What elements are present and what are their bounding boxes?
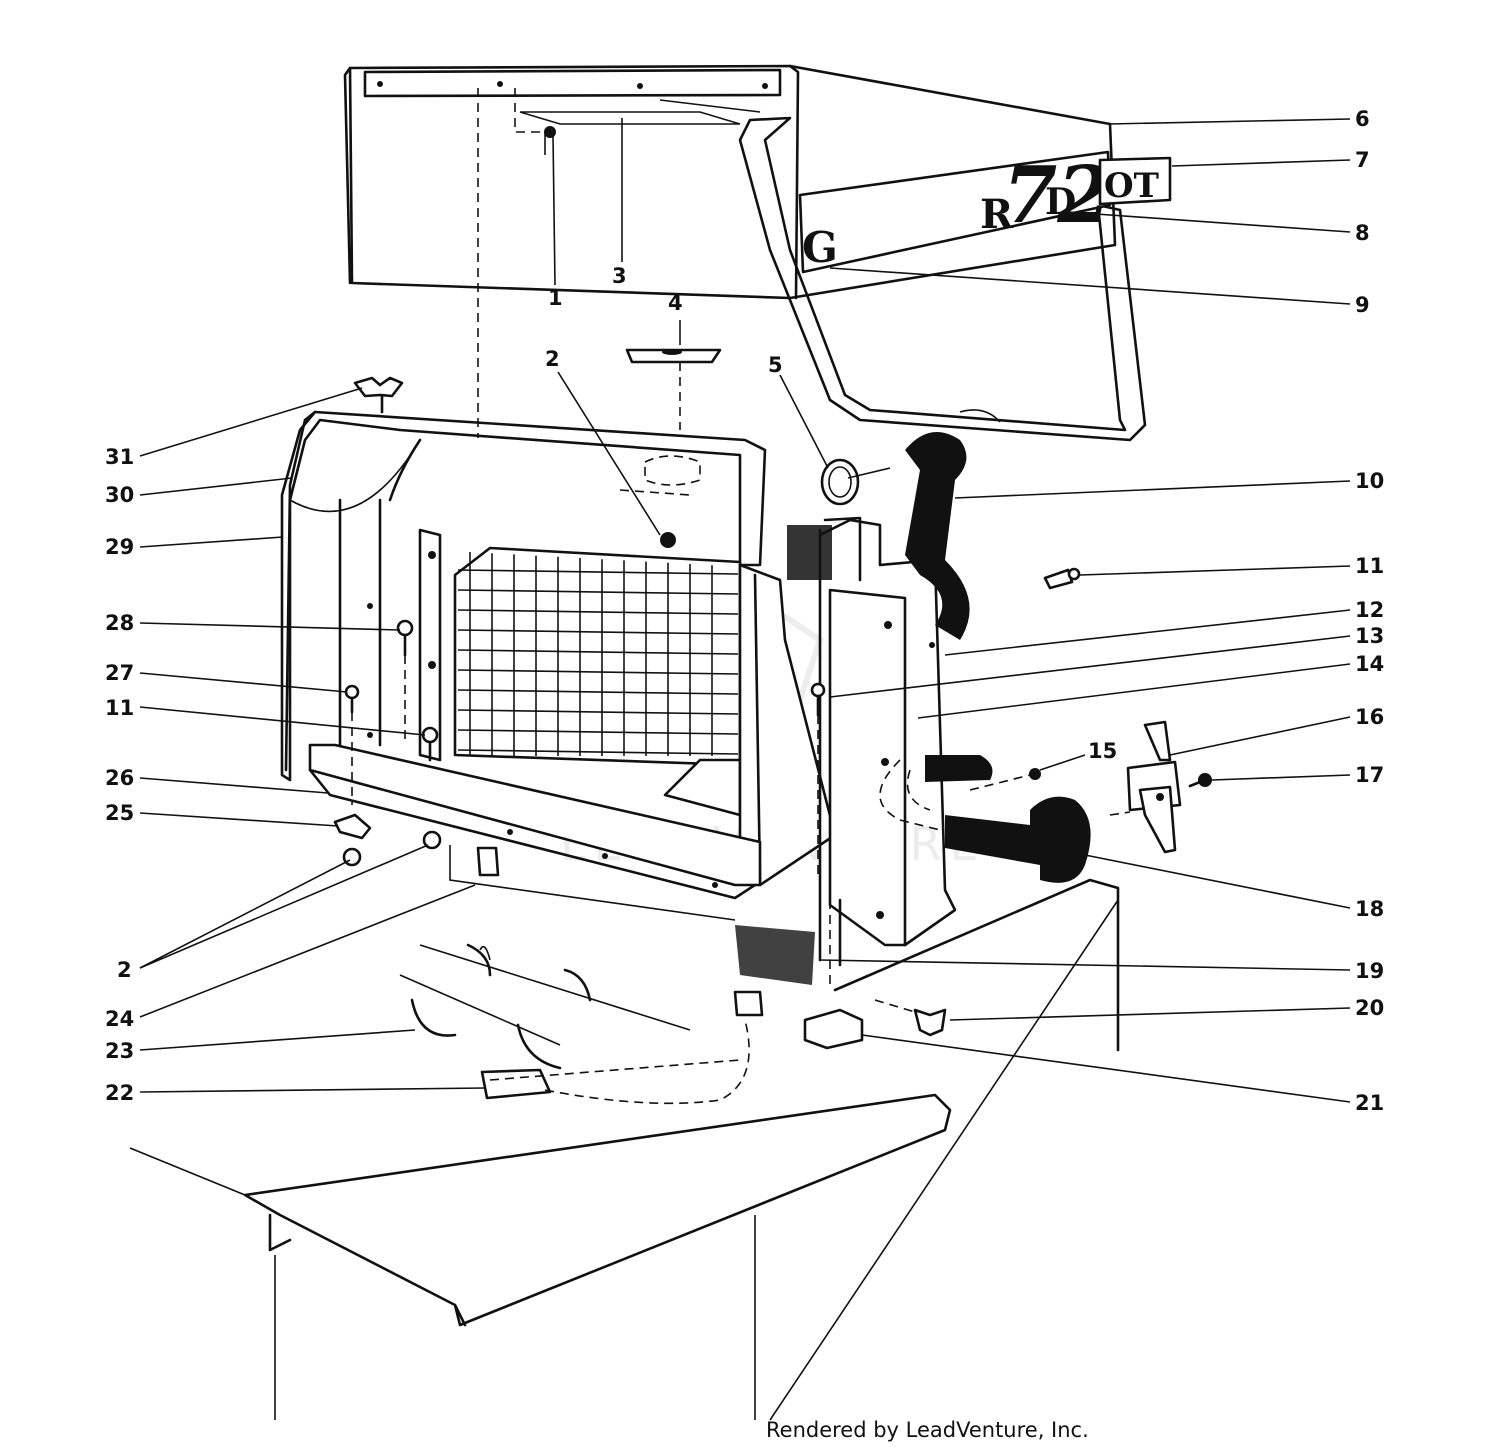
grille-horizontal-line [457, 609, 739, 615]
callout-4: 4 [668, 291, 683, 315]
tractor-frame-part [129, 845, 1120, 1421]
callout-2-top: 2 [545, 347, 560, 371]
grille-horizontal-line [457, 689, 739, 695]
callout-10: 10 [1355, 469, 1384, 493]
callout-23: 23 [105, 1039, 134, 1063]
decal-letter-r: R [980, 191, 1014, 238]
decal-letters-ot: OT [1104, 166, 1159, 206]
grille-horizontal-line [457, 729, 739, 735]
hood-part: G R 72 D OT [343, 64, 1172, 442]
grille-horizontal-line [457, 629, 739, 635]
callout-29: 29 [105, 535, 134, 559]
callout-6: 6 [1355, 107, 1370, 131]
leader-lines [139, 118, 1351, 1103]
callout-15: 15 [1088, 739, 1117, 763]
decal-letter-g: G [802, 223, 838, 272]
callout-18: 18 [1355, 897, 1384, 921]
radiator-shroud-part [280, 410, 767, 782]
upper-hose-part [905, 432, 970, 640]
callout-9: 9 [1355, 293, 1370, 317]
radiator-core-part [418, 528, 837, 887]
callout-3: 3 [612, 264, 627, 288]
callout-19: 19 [1355, 959, 1384, 983]
radiator-cap-part [625, 348, 722, 364]
callout-1: 1 [548, 286, 563, 310]
callout-11-right: 11 [1355, 554, 1384, 578]
callout-8: 8 [1355, 221, 1370, 245]
grille-horizontal-line [457, 589, 739, 595]
grille-horizontal-line [457, 569, 739, 575]
callout-28: 28 [105, 611, 134, 635]
callout-17: 17 [1355, 763, 1384, 787]
callout-7: 7 [1355, 148, 1370, 172]
callout-14: 14 [1355, 652, 1384, 676]
shroud-base-rail-part [308, 743, 762, 900]
grille-horizontal-line [457, 669, 739, 675]
side-panel-part [818, 516, 957, 967]
callout-24: 24 [105, 1007, 134, 1031]
callout-25: 25 [105, 801, 134, 825]
hose-clamp-part [820, 458, 860, 506]
callout-labels: 1 2 3 4 5 6 7 8 9 10 11 11 12 13 14 15 1… [105, 107, 1384, 1115]
grille-horizontal-line [457, 709, 739, 715]
callout-21: 21 [1355, 1091, 1384, 1115]
callout-20: 20 [1355, 996, 1384, 1020]
callout-12: 12 [1355, 598, 1384, 622]
callout-31: 31 [105, 445, 134, 469]
callout-13: 13 [1355, 624, 1384, 648]
callout-22: 22 [105, 1081, 134, 1105]
callout-26: 26 [105, 766, 134, 790]
foam-seal-lower-part [735, 925, 815, 985]
decal-number: 72 [1003, 150, 1112, 241]
grille-horizontal-line [457, 649, 739, 655]
callout-5: 5 [768, 353, 783, 377]
callout-27: 27 [105, 661, 134, 685]
assembly-lines [351, 88, 1131, 1013]
callout-2-bottom: 2 [117, 958, 132, 982]
callout-30: 30 [105, 483, 134, 507]
callout-11-left: 11 [105, 696, 134, 720]
footer-credit: Rendered by LeadVenture, Inc. [766, 1418, 1089, 1442]
callout-16: 16 [1355, 705, 1384, 729]
decal-letter-d: D [1045, 181, 1076, 223]
hardware-parts [333, 376, 1212, 1105]
grille-horizontal-line [457, 749, 739, 755]
